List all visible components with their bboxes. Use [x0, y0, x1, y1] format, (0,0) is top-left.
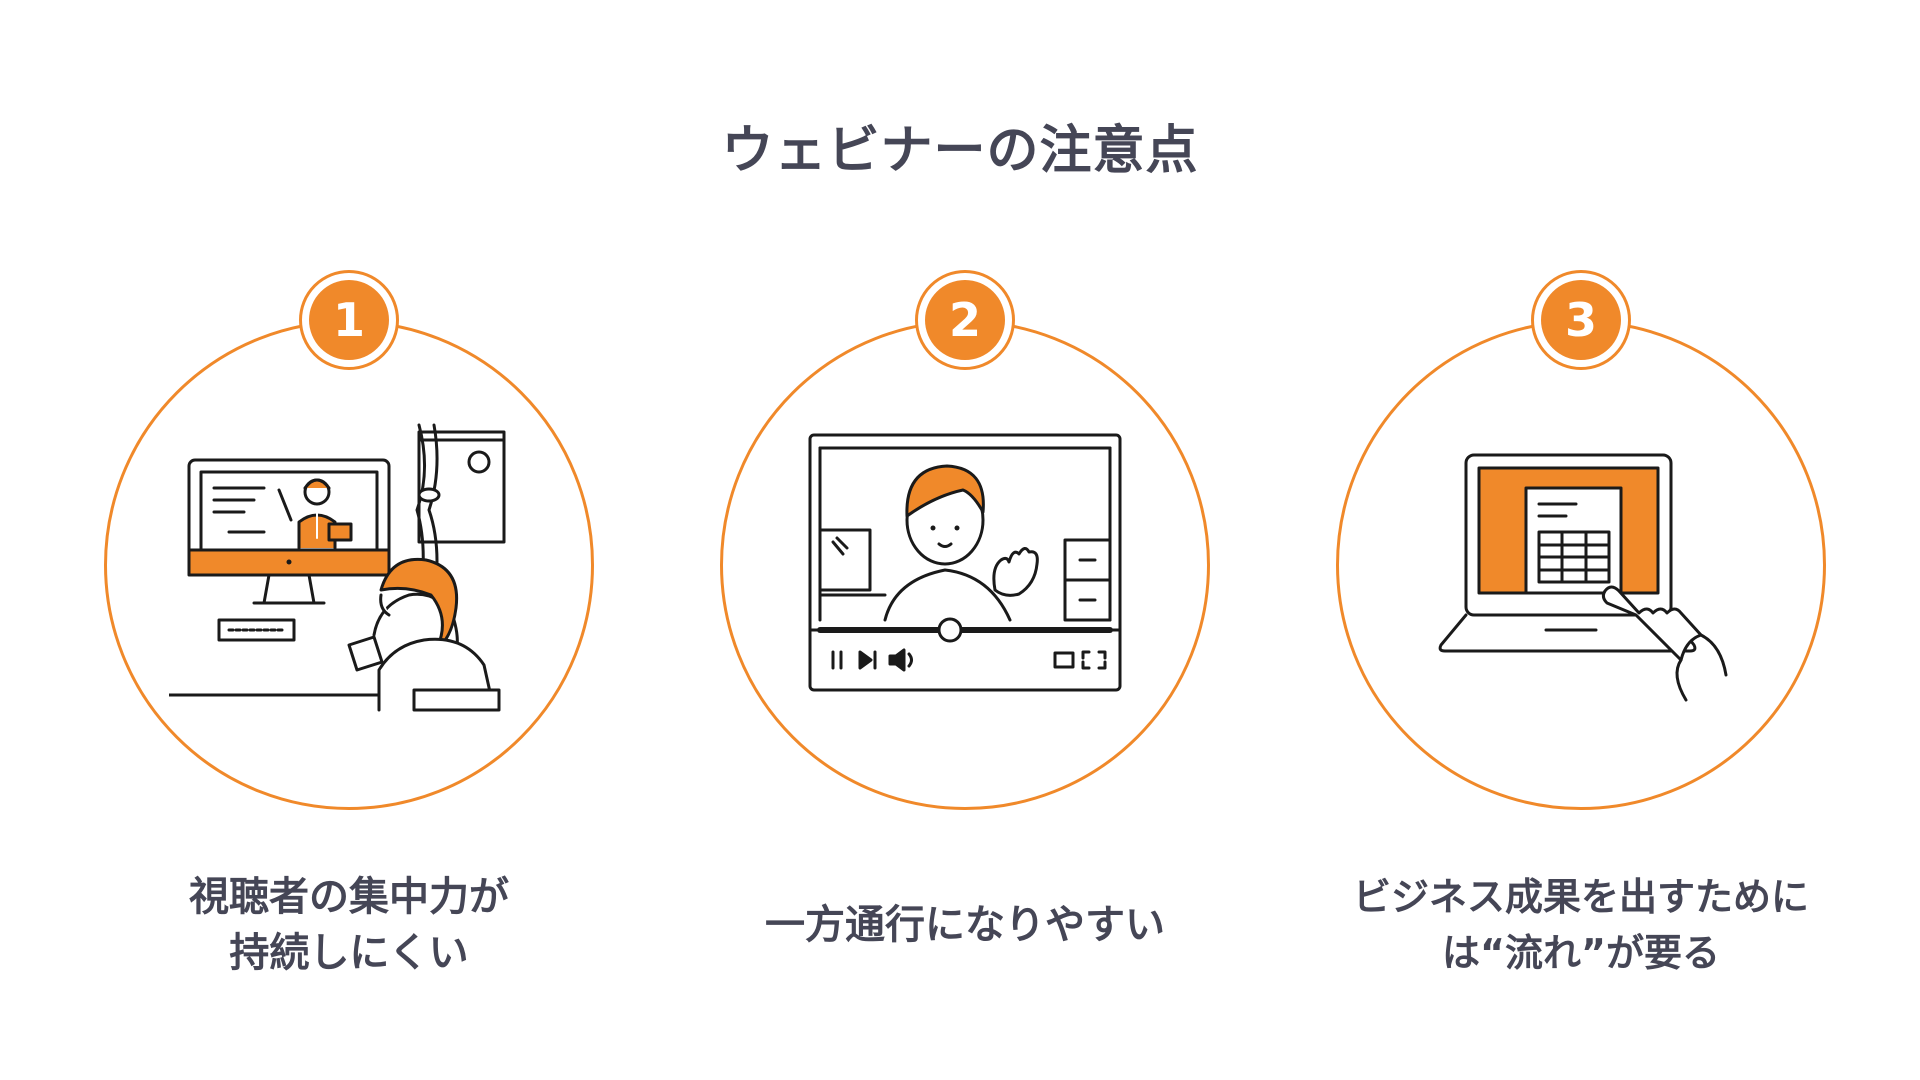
number-badge-label: 1 — [309, 280, 389, 360]
number-badge: 1 — [299, 270, 399, 370]
number-badge-label: 3 — [1541, 280, 1621, 360]
page-title: ウェビナーの注意点 — [721, 121, 1199, 181]
point-caption-line: 持続しにくい — [229, 930, 469, 976]
point-caption: ビジネス成果を出すために は“流れ”が要る — [1336, 860, 1826, 990]
point-caption-line: は“流れ”が要る — [1442, 931, 1720, 975]
point-caption-line: 視聴者の集中力が — [189, 874, 509, 920]
point-card-1: 1 視聴 — [104, 270, 594, 1030]
online-lecture-illustration — [169, 423, 506, 712]
point-card-3: 3 ビジネス成果を出すために は“流れ”が要る — [1336, 270, 1826, 1030]
video-player-illustration — [808, 433, 1122, 692]
point-card-2: 2 一方通行になりやすい — [720, 270, 1210, 1030]
point-caption-line: 一方通行になりやすい — [765, 902, 1165, 948]
point-caption: 視聴者の集中力が 持続しにくい — [104, 860, 594, 990]
number-badge: 2 — [915, 270, 1015, 370]
point-caption-line: ビジネス成果を出すために — [1352, 875, 1809, 919]
number-badge: 3 — [1531, 270, 1631, 370]
point-caption: 一方通行になりやすい — [720, 860, 1210, 990]
number-badge-label: 2 — [925, 280, 1005, 360]
laptop-touch-illustration — [1438, 453, 1728, 702]
